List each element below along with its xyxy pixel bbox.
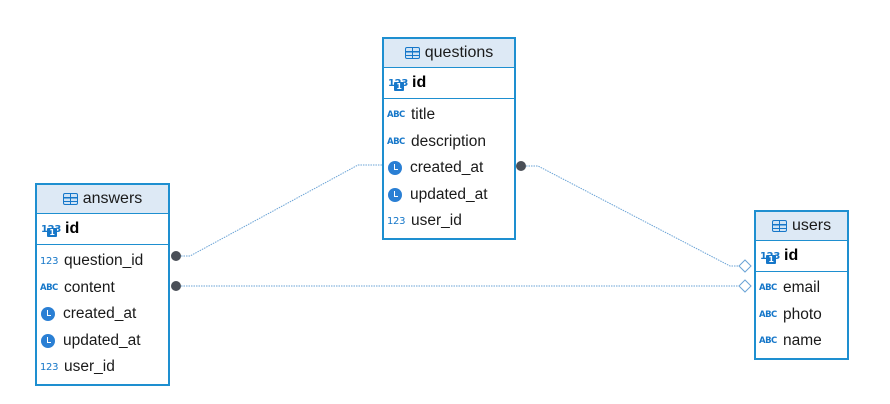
table-icon xyxy=(62,193,78,205)
abc-type-icon: ABC xyxy=(40,282,58,293)
column-name: question_id xyxy=(64,252,144,270)
primary-key-icon: 1231 xyxy=(388,78,410,91)
fk-endpoint-dot xyxy=(171,281,181,291)
column-name: user_id xyxy=(64,358,115,376)
column-row[interactable]: updated_at xyxy=(384,182,514,209)
fk-endpoint-dot xyxy=(516,161,526,171)
abc-type-icon: ABC xyxy=(387,136,405,147)
column-row[interactable]: created_at xyxy=(37,301,168,328)
column-name: content xyxy=(64,278,115,296)
column-name: title xyxy=(411,106,436,124)
abc-type-icon: ABC xyxy=(387,110,405,121)
column-name: id xyxy=(784,247,799,264)
clock-icon xyxy=(41,307,55,322)
column-name: name xyxy=(783,332,822,350)
table-icon xyxy=(404,47,420,59)
entity-header[interactable]: questions xyxy=(384,39,514,68)
column-name: email xyxy=(783,279,821,297)
abc-type-icon: ABC xyxy=(759,283,777,294)
column-row[interactable]: ABC content xyxy=(37,275,168,302)
primary-key-row[interactable]: 1231 id xyxy=(756,241,847,272)
numeric-type-icon: 123 xyxy=(40,255,59,267)
numeric-type-icon: 123 xyxy=(387,215,406,227)
column-name: updated_at xyxy=(410,185,488,203)
connector-questions-users[interactable] xyxy=(521,165,740,267)
abc-type-icon: ABC xyxy=(759,336,777,347)
column-row[interactable]: created_at xyxy=(384,155,514,182)
column-row[interactable]: ABC name xyxy=(756,328,847,355)
column-name: description xyxy=(411,132,486,150)
column-name: created_at xyxy=(63,305,137,323)
abc-type-icon: ABC xyxy=(759,309,777,320)
column-name: user_id xyxy=(411,212,462,230)
entity-answers[interactable]: answers 1231 id 123 question_id ABC cont… xyxy=(35,183,170,386)
pk-endpoint-diamond xyxy=(738,279,752,293)
fk-endpoint-dot xyxy=(171,251,181,261)
clock-icon xyxy=(41,333,55,348)
connector-answers-questions[interactable] xyxy=(176,164,383,257)
column-row[interactable]: 123 user_id xyxy=(37,354,168,381)
primary-key-icon: 1231 xyxy=(760,251,782,264)
entity-questions[interactable]: questions 1231 id ABC title ABC descript… xyxy=(382,37,516,240)
column-row[interactable]: ABC title xyxy=(384,102,514,129)
entity-title: questions xyxy=(424,44,494,61)
primary-key-row[interactable]: 1231 id xyxy=(384,68,514,99)
column-name: id xyxy=(412,74,427,91)
column-name: photo xyxy=(783,305,822,323)
column-name: id xyxy=(65,220,80,237)
column-row[interactable]: updated_at xyxy=(37,328,168,355)
primary-key-icon: 1231 xyxy=(41,224,63,237)
entity-users[interactable]: users 1231 id ABC email ABC photo ABC na… xyxy=(754,210,849,360)
entity-header[interactable]: answers xyxy=(37,185,168,214)
column-row[interactable]: 123 user_id xyxy=(384,208,514,235)
clock-icon xyxy=(388,187,402,202)
entity-title: answers xyxy=(82,190,143,207)
column-row[interactable]: ABC photo xyxy=(756,302,847,329)
column-row[interactable]: ABC email xyxy=(756,275,847,302)
column-row[interactable]: ABC description xyxy=(384,129,514,156)
pk-endpoint-diamond xyxy=(738,259,752,273)
clock-icon xyxy=(388,161,402,176)
entity-header[interactable]: users xyxy=(756,212,847,241)
entity-title: users xyxy=(791,217,832,234)
primary-key-row[interactable]: 1231 id xyxy=(37,214,168,245)
column-name: created_at xyxy=(410,159,484,177)
column-name: updated_at xyxy=(63,331,141,349)
table-icon xyxy=(771,220,787,232)
column-row[interactable]: 123 question_id xyxy=(37,248,168,275)
numeric-type-icon: 123 xyxy=(40,361,59,373)
